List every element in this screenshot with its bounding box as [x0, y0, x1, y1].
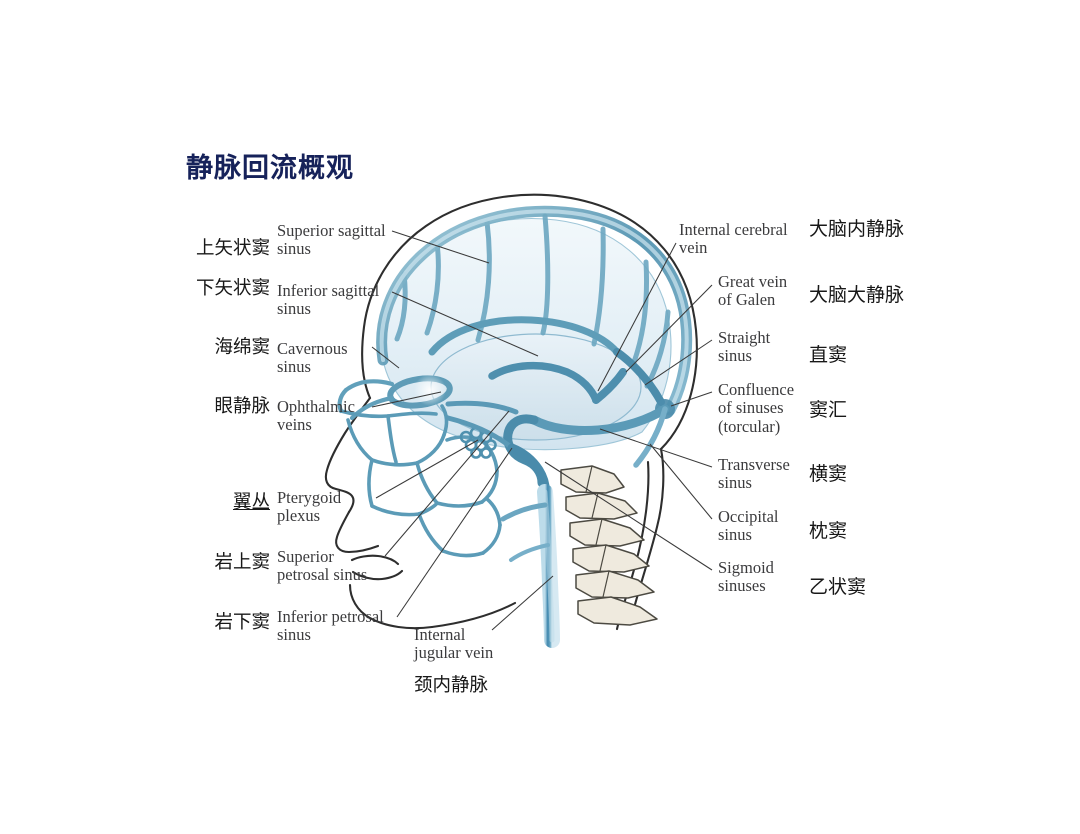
straight-sinus	[613, 348, 665, 406]
en-label-confluence-of-sinuses: Confluence of sinuses (torcular)	[718, 380, 795, 436]
cn-label-inferior-sagittal-sinus: 下矢状窦	[195, 277, 270, 298]
en-label-sigmoid-sinuses: Sigmoid sinuses	[718, 558, 774, 596]
cn-label-internal-jugular-vein: 颈内静脉	[414, 674, 489, 695]
cn-label-straight-sinus: 直窦	[809, 345, 848, 366]
cavernous-sinus	[387, 374, 453, 409]
page-title: 静脉回流概观	[186, 153, 354, 183]
head-outline	[324, 193, 698, 631]
cn-label-ophthalmic-veins: 眼静脉	[214, 395, 270, 416]
en-label-internal-jugular-vein: Internal jugular vein	[414, 625, 494, 663]
cn-label-pterygoid-plexus: 翼丛	[232, 491, 270, 512]
leader-lines-right	[544, 242, 713, 571]
en-label-pterygoid-plexus: Pterygoid plexus	[277, 488, 342, 526]
jugular-bulb	[507, 443, 550, 500]
leader-line-jugular	[491, 575, 554, 631]
en-label-cavernous-sinus: Cavernous sinus	[277, 339, 348, 377]
cervical-vertebrae	[560, 465, 658, 626]
cn-label-occipital-sinus: 枕窦	[809, 521, 848, 542]
en-label-transverse-sinus: Transverse sinus	[718, 455, 790, 493]
en-label-ophthalmic-veins: Ophthalmic veins	[277, 397, 355, 435]
en-label-superior-sagittal-sinus: Superior sagittal sinus	[277, 221, 386, 259]
en-label-straight-sinus: Straight sinus	[718, 328, 771, 366]
inferior-petrosal-sinus	[445, 415, 515, 451]
en-label-occipital-sinus: Occipital sinus	[718, 507, 779, 545]
internal-jugular-vein	[500, 484, 560, 648]
internal-cerebral-vein	[488, 361, 600, 404]
en-label-internal-cerebral-vein: Internal cerebral vein	[679, 220, 788, 258]
cn-label-great-vein-of-galen: 大脑大静脉	[809, 285, 905, 306]
cn-label-sigmoid-sinuses: 乙状窦	[809, 577, 867, 598]
superior-sagittal-sinus	[376, 205, 693, 416]
great-vein-of-galen	[592, 368, 627, 404]
cerebellum-mass	[430, 333, 642, 441]
superior-petrosal-sinus	[445, 400, 519, 415]
en-label-inferior-petrosal-sinus: Inferior petrosal sinus	[277, 607, 384, 645]
cn-label-cavernous-sinus: 海绵窦	[214, 336, 270, 357]
pterygoid-plexus	[459, 426, 497, 459]
cn-label-superior-petrosal-sinus: 岩上窦	[214, 551, 270, 572]
brain-parenchyma	[380, 218, 672, 451]
confluence-of-sinuses	[655, 399, 675, 419]
en-label-superior-petrosal-sinus: Superior petrosal sinus	[277, 547, 368, 585]
occipital-sinus	[633, 406, 668, 468]
cn-label-transverse-sinus: 横窦	[809, 464, 848, 485]
cn-label-confluence-of-sinuses: 窦汇	[809, 400, 848, 421]
cn-label-inferior-petrosal-sinus: 岩下窦	[214, 611, 270, 632]
cn-label-internal-cerebral-vein: 大脑内静脉	[809, 219, 905, 240]
en-label-great-vein-of-galen: Great vein of Galen	[718, 272, 788, 310]
sigmoid-sinus	[503, 414, 547, 488]
leader-lines-left	[371, 230, 539, 618]
en-label-inferior-sagittal-sinus: Inferior sagittal sinus	[277, 281, 380, 319]
facial-venous-network	[339, 404, 502, 558]
transverse-sinus	[529, 404, 670, 435]
inferior-sagittal-sinus	[428, 316, 621, 356]
cn-label-superior-sagittal-sinus: 上矢状窦	[195, 237, 270, 258]
cortical-veins	[394, 213, 671, 389]
